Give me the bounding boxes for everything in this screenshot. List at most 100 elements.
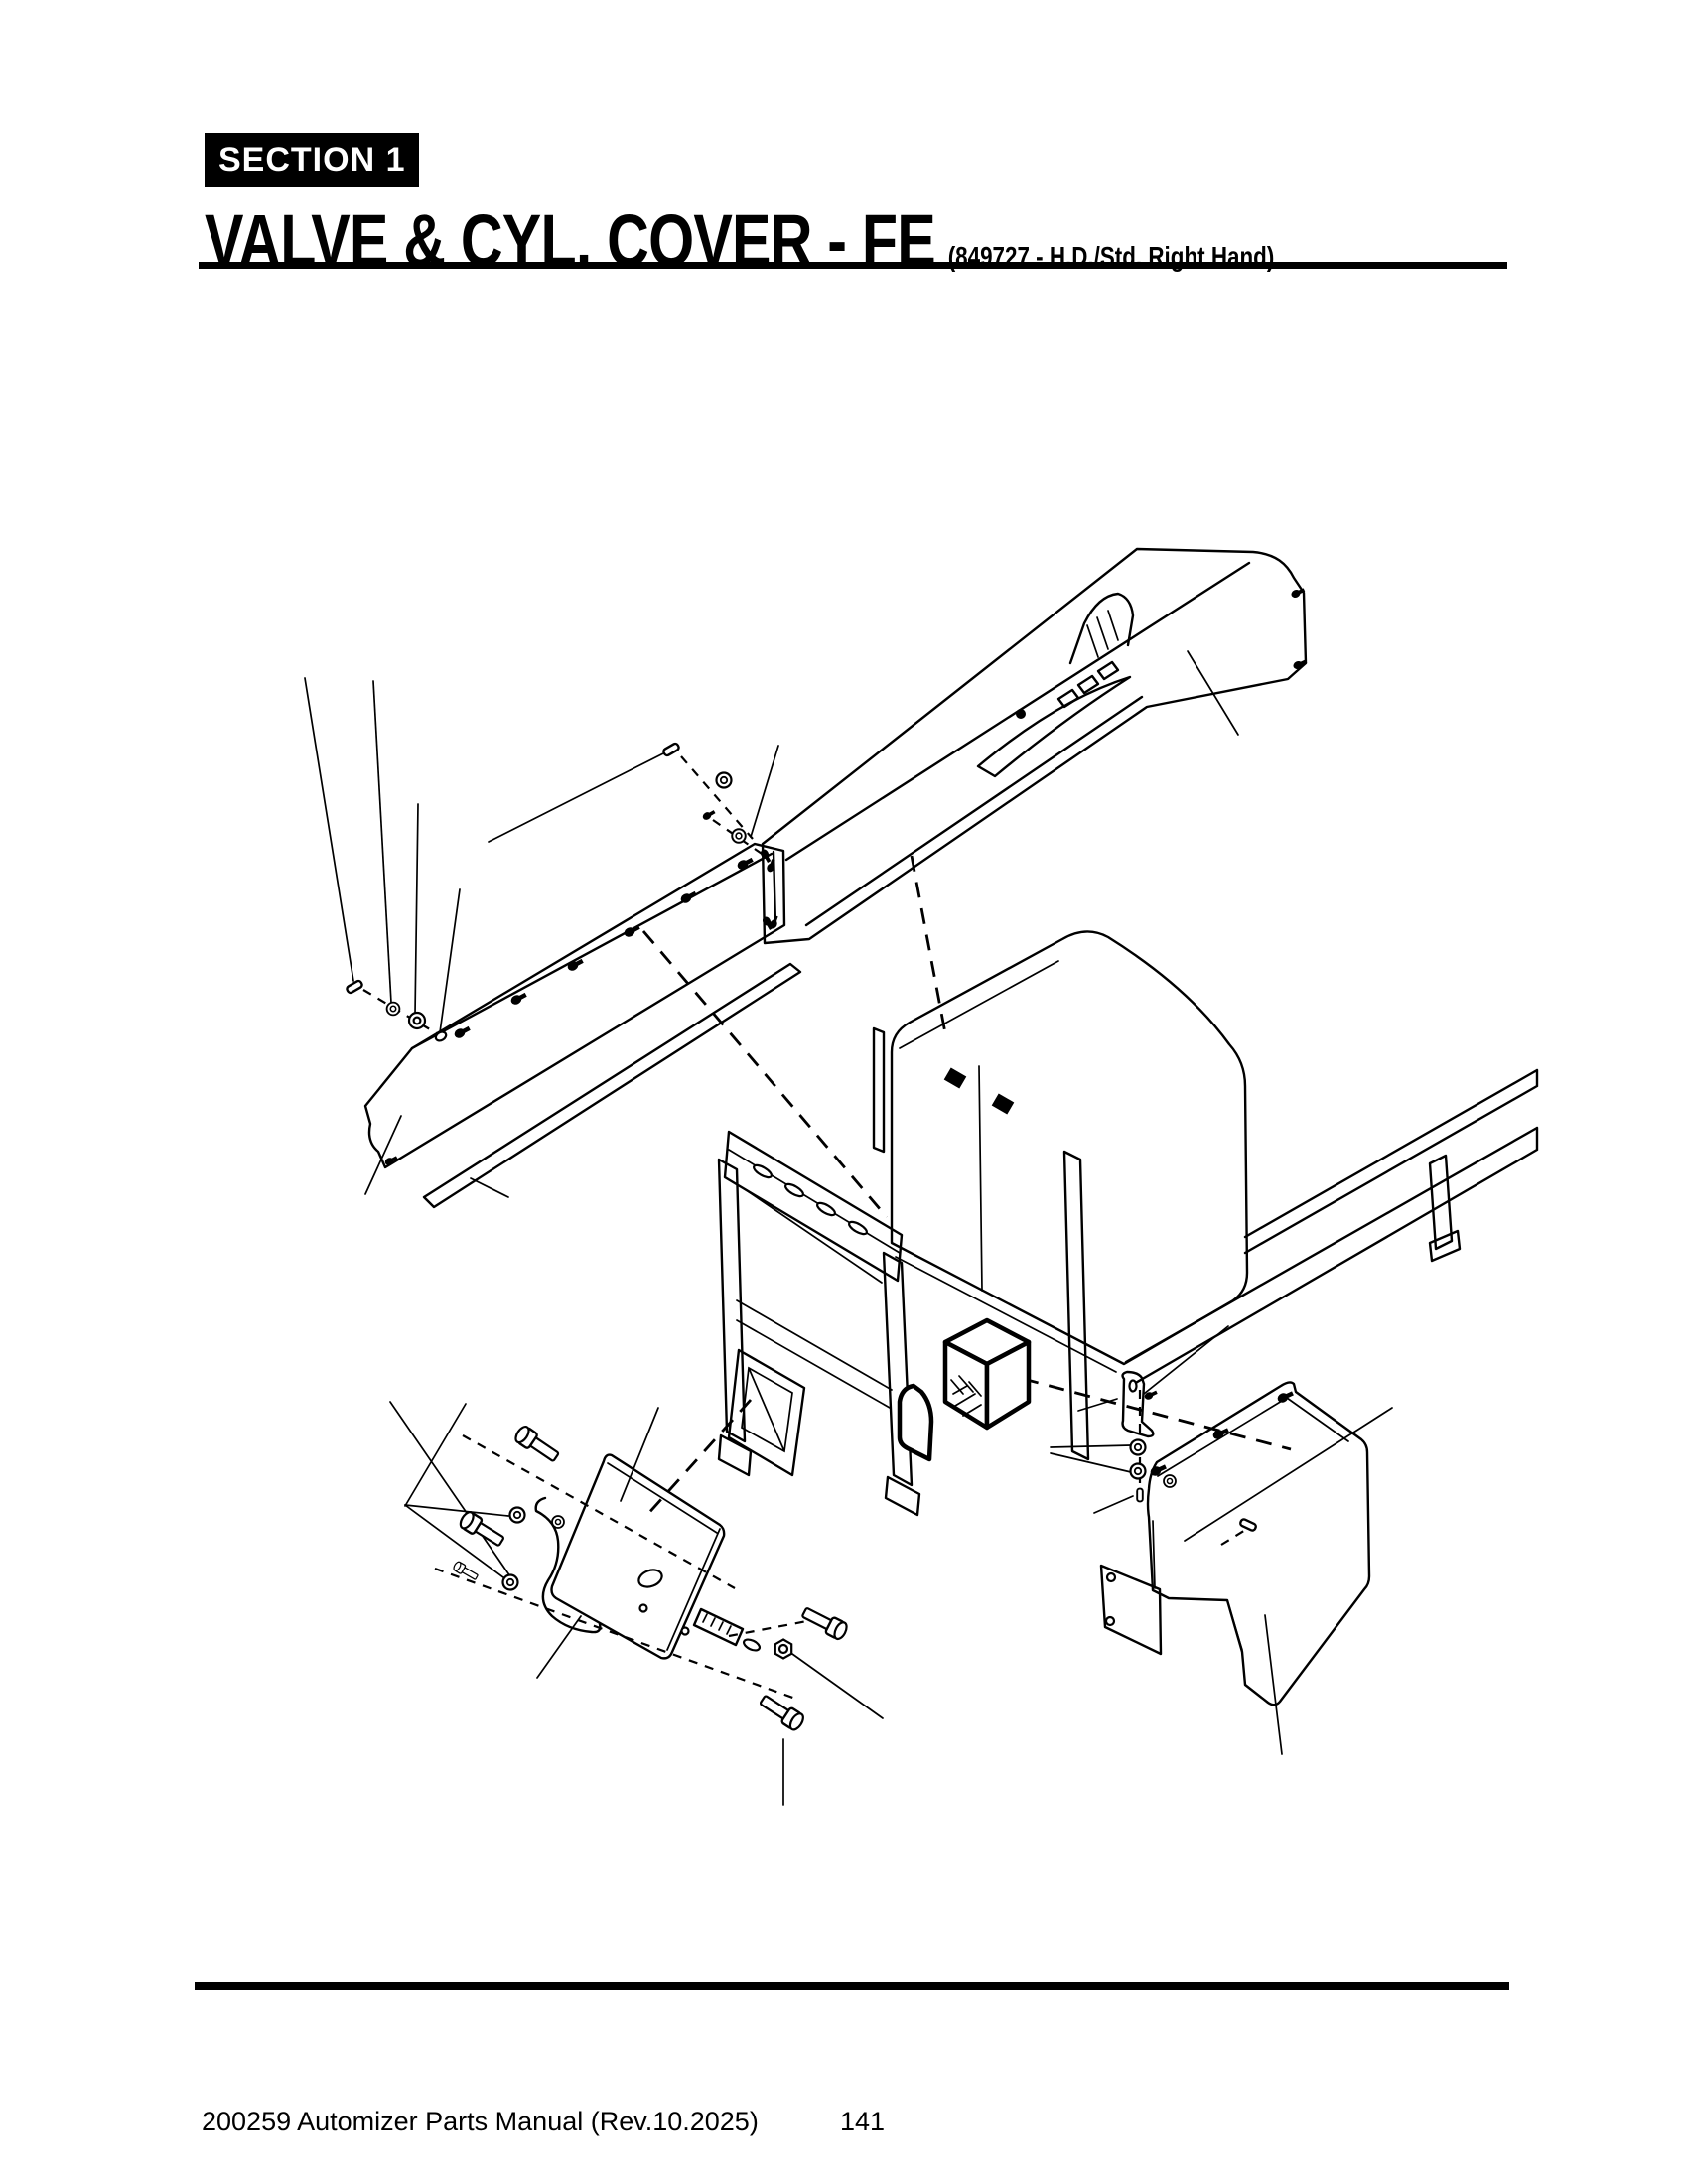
footer-manual-text: 200259 Automizer Parts Manual (Rev.10.20… — [202, 2107, 759, 2136]
assembly-dashed-line — [643, 1399, 753, 1518]
plate-hole — [680, 1626, 690, 1636]
leader-line — [488, 751, 668, 843]
deck-rail — [736, 1299, 893, 1409]
leader-line — [304, 677, 354, 982]
leader-line — [750, 745, 779, 838]
pin-icon — [1136, 1487, 1144, 1503]
bolt-icon — [798, 1602, 851, 1643]
leader-line — [364, 1115, 402, 1195]
clip-icon — [434, 1030, 448, 1042]
access-panel — [727, 1348, 806, 1477]
seal-strip-outline — [422, 962, 802, 1209]
leader-lines — [304, 650, 1393, 1806]
hinge-rod-part — [534, 1496, 602, 1634]
hopper-fold-line — [899, 960, 1059, 1049]
access-panel-window — [741, 1366, 793, 1453]
side-panel-outline — [363, 842, 786, 1169]
screw-icon — [701, 808, 717, 822]
leader-line — [791, 1653, 884, 1719]
assembly-dashed-line — [680, 755, 754, 840]
frame-post — [882, 1251, 914, 1487]
top-cover-fold-line — [804, 695, 1144, 927]
screw-icon — [1016, 709, 1026, 719]
top-cover-fasteners — [661, 741, 747, 844]
pin-icon — [1238, 1517, 1258, 1533]
header-rule — [199, 262, 1507, 269]
leader-line — [620, 1407, 659, 1502]
vent-slot — [1096, 660, 1120, 681]
rail-support — [1428, 1154, 1454, 1251]
leader-line — [372, 680, 392, 1004]
assembly-dashed-line — [910, 855, 948, 1039]
grommet-icon — [407, 1011, 427, 1030]
assembly-dashed-line — [462, 1434, 736, 1589]
flap-hole — [1104, 1615, 1116, 1627]
frame-post — [717, 1158, 747, 1443]
cotter-clip-icon — [742, 1638, 762, 1652]
frame-post — [872, 1026, 886, 1154]
frame-foot — [717, 1433, 753, 1477]
assembly-dashed-line — [1220, 1528, 1248, 1546]
assembly-dashed-line — [712, 819, 766, 857]
machine-body — [717, 930, 1539, 1517]
bolt-icon — [511, 1423, 563, 1466]
mounting-flap-part — [1099, 1564, 1163, 1656]
top-cover-outline — [761, 547, 1308, 945]
cover-plate-fold — [607, 1462, 721, 1651]
screw-icon — [451, 1560, 481, 1582]
elbow-duct-part — [897, 1383, 934, 1462]
washer-icon — [715, 771, 733, 789]
washer-icon — [1129, 1438, 1147, 1456]
washer-icon — [385, 1001, 401, 1017]
footer-rule — [195, 1982, 1509, 1990]
washer-icon — [1163, 1474, 1177, 1488]
leader-line — [1050, 1452, 1132, 1473]
leader-line — [1264, 1614, 1283, 1755]
bolt-icon — [457, 1508, 507, 1551]
hopper-cover — [890, 930, 1249, 1366]
side-panel-fold-line — [772, 850, 777, 925]
notch-cutout — [1068, 592, 1135, 665]
pin-icon — [345, 978, 364, 996]
flap-hole — [1105, 1571, 1117, 1583]
leader-line — [1050, 1444, 1132, 1448]
section-badge: SECTION 1 — [205, 133, 420, 187]
washer-icon — [501, 1573, 519, 1591]
frame-foot — [884, 1475, 921, 1517]
side-panel-fold-line — [410, 852, 774, 1050]
rail-foot — [1428, 1229, 1462, 1263]
assembly-dashed-line — [996, 1370, 1292, 1451]
frame-cross-member — [723, 1130, 904, 1283]
vent-slot — [1076, 674, 1100, 695]
leader-line — [389, 1401, 513, 1580]
cylinder-cover-assembly — [1099, 1370, 1371, 1706]
vent-grille-icon — [943, 1067, 967, 1089]
cover-plate-part — [550, 1453, 726, 1660]
cylinder-cover-part — [1146, 1381, 1371, 1706]
footer-page-number: 141 — [840, 2107, 886, 2136]
leader-line — [404, 1403, 467, 1507]
frame-slot — [816, 1201, 836, 1217]
screw-icon — [453, 1024, 472, 1040]
latch-part — [692, 1607, 745, 1647]
screw-icon — [1143, 1389, 1159, 1402]
frame-slot — [848, 1220, 868, 1236]
washer-icon — [731, 828, 747, 844]
base-rail — [1124, 1126, 1539, 1386]
washer-icon — [551, 1515, 565, 1529]
leader-line — [404, 1504, 509, 1517]
frame-slot — [753, 1163, 773, 1179]
leader-line — [1093, 1495, 1134, 1514]
leader-line — [414, 803, 419, 1016]
leader-line — [1077, 1398, 1118, 1412]
hopper-base-line — [895, 1256, 1117, 1373]
frame-brace — [744, 1188, 883, 1284]
valve-box-part — [942, 1317, 1032, 1431]
washer-icon — [508, 1506, 526, 1524]
frame-slot — [784, 1182, 804, 1198]
top-cover-part — [759, 547, 1309, 945]
vent-slot — [1056, 688, 1080, 709]
plate-slot — [637, 1569, 663, 1588]
